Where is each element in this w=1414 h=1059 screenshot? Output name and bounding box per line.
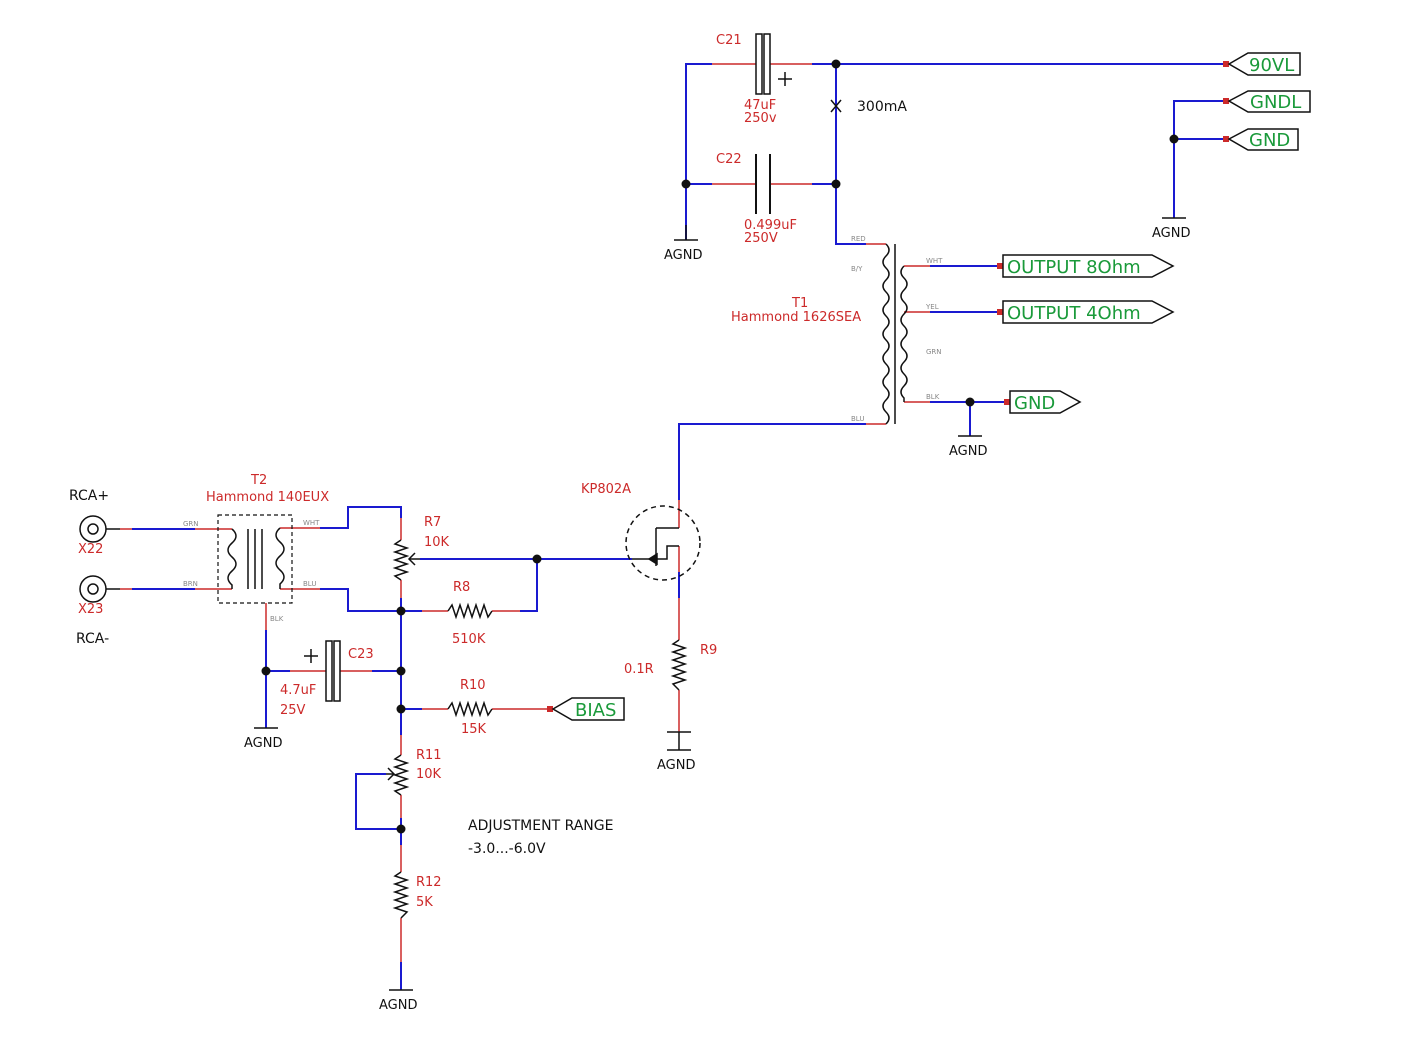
transformer-t1	[882, 243, 908, 425]
transformer-t2	[217, 514, 293, 604]
value-c21-capacitance: 47uF	[744, 98, 776, 113]
label-c23: C23	[348, 647, 374, 662]
capacitor-c23	[304, 640, 341, 702]
label-c21: C21	[716, 33, 742, 48]
value-r11: 10K	[416, 767, 442, 782]
label-t1-model: Hammond 1626SEA	[731, 310, 861, 325]
label-x23: X23	[78, 602, 103, 617]
value-r9: 0.1R	[624, 662, 654, 677]
ground-symbols	[254, 217, 1186, 991]
agnd-label-r12: AGND	[379, 998, 417, 1013]
port-shapes	[551, 52, 1311, 721]
pin-t1-wht: WHT	[926, 257, 943, 265]
label-r8: R8	[453, 580, 470, 595]
value-c22-voltage: 250V	[744, 231, 778, 246]
pin-t2-brn: BRN	[183, 580, 198, 588]
label-r10: R10	[460, 678, 486, 693]
value-r8: 510K	[452, 632, 486, 647]
component-leads	[120, 63, 930, 962]
label-r11: R11	[416, 748, 442, 763]
label-t2-model: Hammond 140EUX	[206, 490, 329, 505]
note-adjustment-values: -3.0...-6.0V	[468, 841, 546, 857]
label-fuse: 300mA	[857, 99, 907, 115]
label-c22: C22	[716, 152, 742, 167]
port-pins	[547, 61, 1229, 712]
resistor-r12	[392, 871, 410, 919]
value-c23-voltage: 25V	[280, 703, 306, 718]
value-r7: 10K	[424, 535, 450, 550]
rca-jack-x22	[79, 515, 120, 543]
agnd-label-r9: AGND	[657, 758, 695, 773]
pin-t2-wht: WHT	[303, 519, 320, 527]
port-output-8ohm: OUTPUT 8Ohm	[1007, 257, 1141, 278]
fuse-marker	[830, 99, 842, 113]
label-r7: R7	[424, 515, 441, 530]
resistor-r11	[386, 754, 410, 796]
capacitor-c22	[755, 154, 771, 214]
port-output-4ohm: OUTPUT 4Ohm	[1007, 303, 1141, 324]
label-x22: X22	[78, 542, 103, 557]
label-mosfet: KP802A	[581, 482, 631, 497]
pin-t1-yel: YEL	[925, 303, 939, 311]
port-gndl: GNDL	[1250, 92, 1301, 113]
resistor-r9	[670, 639, 688, 691]
pin-t1-red: RED	[851, 235, 866, 243]
resistor-r8	[447, 602, 493, 620]
value-r10: 15K	[461, 722, 487, 737]
pin-t1-blu: BLU	[851, 415, 864, 423]
pin-t1-by: B/Y	[851, 265, 863, 273]
agnd-label-caps: AGND	[664, 248, 702, 263]
resistor-r10	[447, 700, 493, 718]
port-bias: BIAS	[575, 700, 616, 721]
value-r12: 5K	[416, 895, 433, 910]
resistor-r7	[392, 539, 420, 581]
pin-t2-blk: BLK	[270, 615, 284, 623]
label-t1: T1	[791, 296, 808, 311]
agnd-label-c23: AGND	[244, 736, 282, 751]
pin-t1-blk: BLK	[926, 393, 940, 401]
label-t2: T2	[250, 473, 267, 488]
label-rca-minus: RCA-	[76, 631, 109, 647]
note-adjustment-range: ADJUSTMENT RANGE	[468, 818, 613, 834]
port-gnd-output: GND	[1014, 393, 1055, 414]
label-r9: R9	[700, 643, 717, 658]
value-c21-voltage: 250v	[744, 111, 777, 126]
pin-t2-grn: GRN	[183, 520, 199, 528]
junction-dots	[261, 59, 1179, 834]
mosfet-kp802a	[625, 505, 701, 581]
label-r12: R12	[416, 875, 442, 890]
rca-jack-x23	[79, 575, 120, 603]
pin-t1-grn: GRN	[926, 348, 942, 356]
value-c23-capacitance: 4.7uF	[280, 683, 316, 698]
port-90vl: 90VL	[1249, 55, 1294, 76]
agnd-label-right: AGND	[1152, 226, 1190, 241]
label-rca-plus: RCA+	[69, 488, 109, 504]
agnd-label-t1: AGND	[949, 444, 987, 459]
capacitor-c21	[755, 33, 792, 95]
wires	[132, 63, 1226, 990]
pin-t2-blu: BLU	[303, 580, 316, 588]
value-c22-capacitance: 0.499uF	[744, 218, 797, 233]
port-gnd: GND	[1249, 130, 1290, 151]
